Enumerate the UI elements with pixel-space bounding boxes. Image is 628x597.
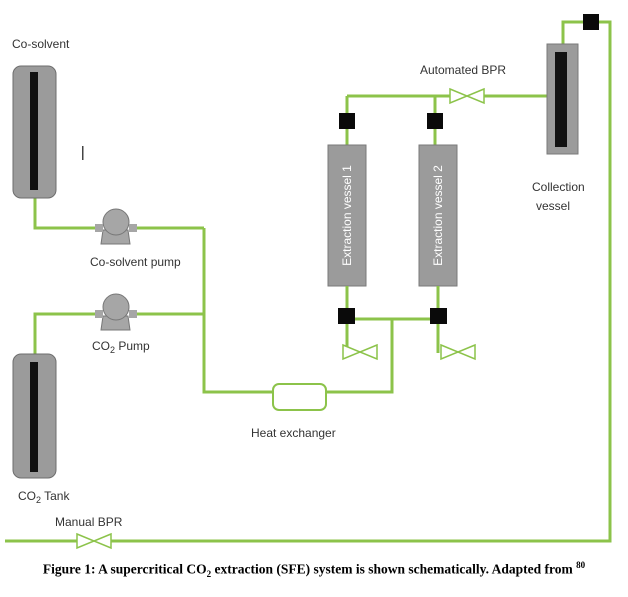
stray-tick-mark [82, 146, 84, 160]
vessel1-top-fitting [339, 113, 355, 129]
vessel2-top-fitting [427, 113, 443, 129]
heat-exchanger-label: Heat exchanger [251, 426, 336, 440]
extraction-vessel-1: Extraction vessel 1 [327, 144, 367, 287]
cosolvent-pump-icon [95, 208, 137, 245]
co2-pump-label: CO2 Pump [92, 339, 150, 355]
pipe-co2 [33, 312, 95, 354]
cosolvent-pump-label: Co-solvent pump [90, 255, 181, 269]
vessel2-bottom-fitting [430, 308, 447, 324]
collection-vessel-label-line2: vessel [536, 199, 570, 213]
collection-vessel [546, 43, 579, 155]
pipe-to-heat-exchanger [202, 228, 273, 394]
figure-caption: Figure 1: A supercritical CO2 extraction… [42, 560, 586, 580]
manual-bpr-valve-icon [76, 532, 112, 550]
pipe-heat-exchanger-out [326, 317, 394, 394]
extraction-vessel-2: Extraction vessel 2 [418, 144, 458, 287]
vessel2-label: Extraction vessel 2 [431, 165, 445, 266]
pipe-cosolvent [33, 198, 95, 230]
manual-bpr-label: Manual BPR [55, 515, 123, 529]
drain-valve-1-icon [342, 343, 378, 361]
co2-tank-label: CO2 Tank [18, 489, 70, 505]
pipe-collection-out [110, 20, 612, 543]
automated-bpr-valve-icon [449, 87, 485, 105]
co2-pump-icon [95, 293, 137, 331]
vessel1-bottom-fitting [338, 308, 355, 324]
vessel1-label: Extraction vessel 1 [340, 165, 354, 266]
heat-exchanger-icon [272, 383, 327, 411]
cosolvent-cylinder [12, 65, 57, 199]
co2-tank [12, 353, 57, 479]
cosolvent-label: Co-solvent [12, 37, 70, 51]
collection-top-fitting [583, 14, 599, 30]
drain-valve-2-icon [440, 343, 476, 361]
automated-bpr-label: Automated BPR [420, 63, 506, 77]
pipes [5, 20, 612, 543]
sfe-schematic: Extraction vessel 1 Extraction vessel 2 … [5, 14, 612, 550]
collection-vessel-label-line1: Collection [532, 180, 585, 194]
